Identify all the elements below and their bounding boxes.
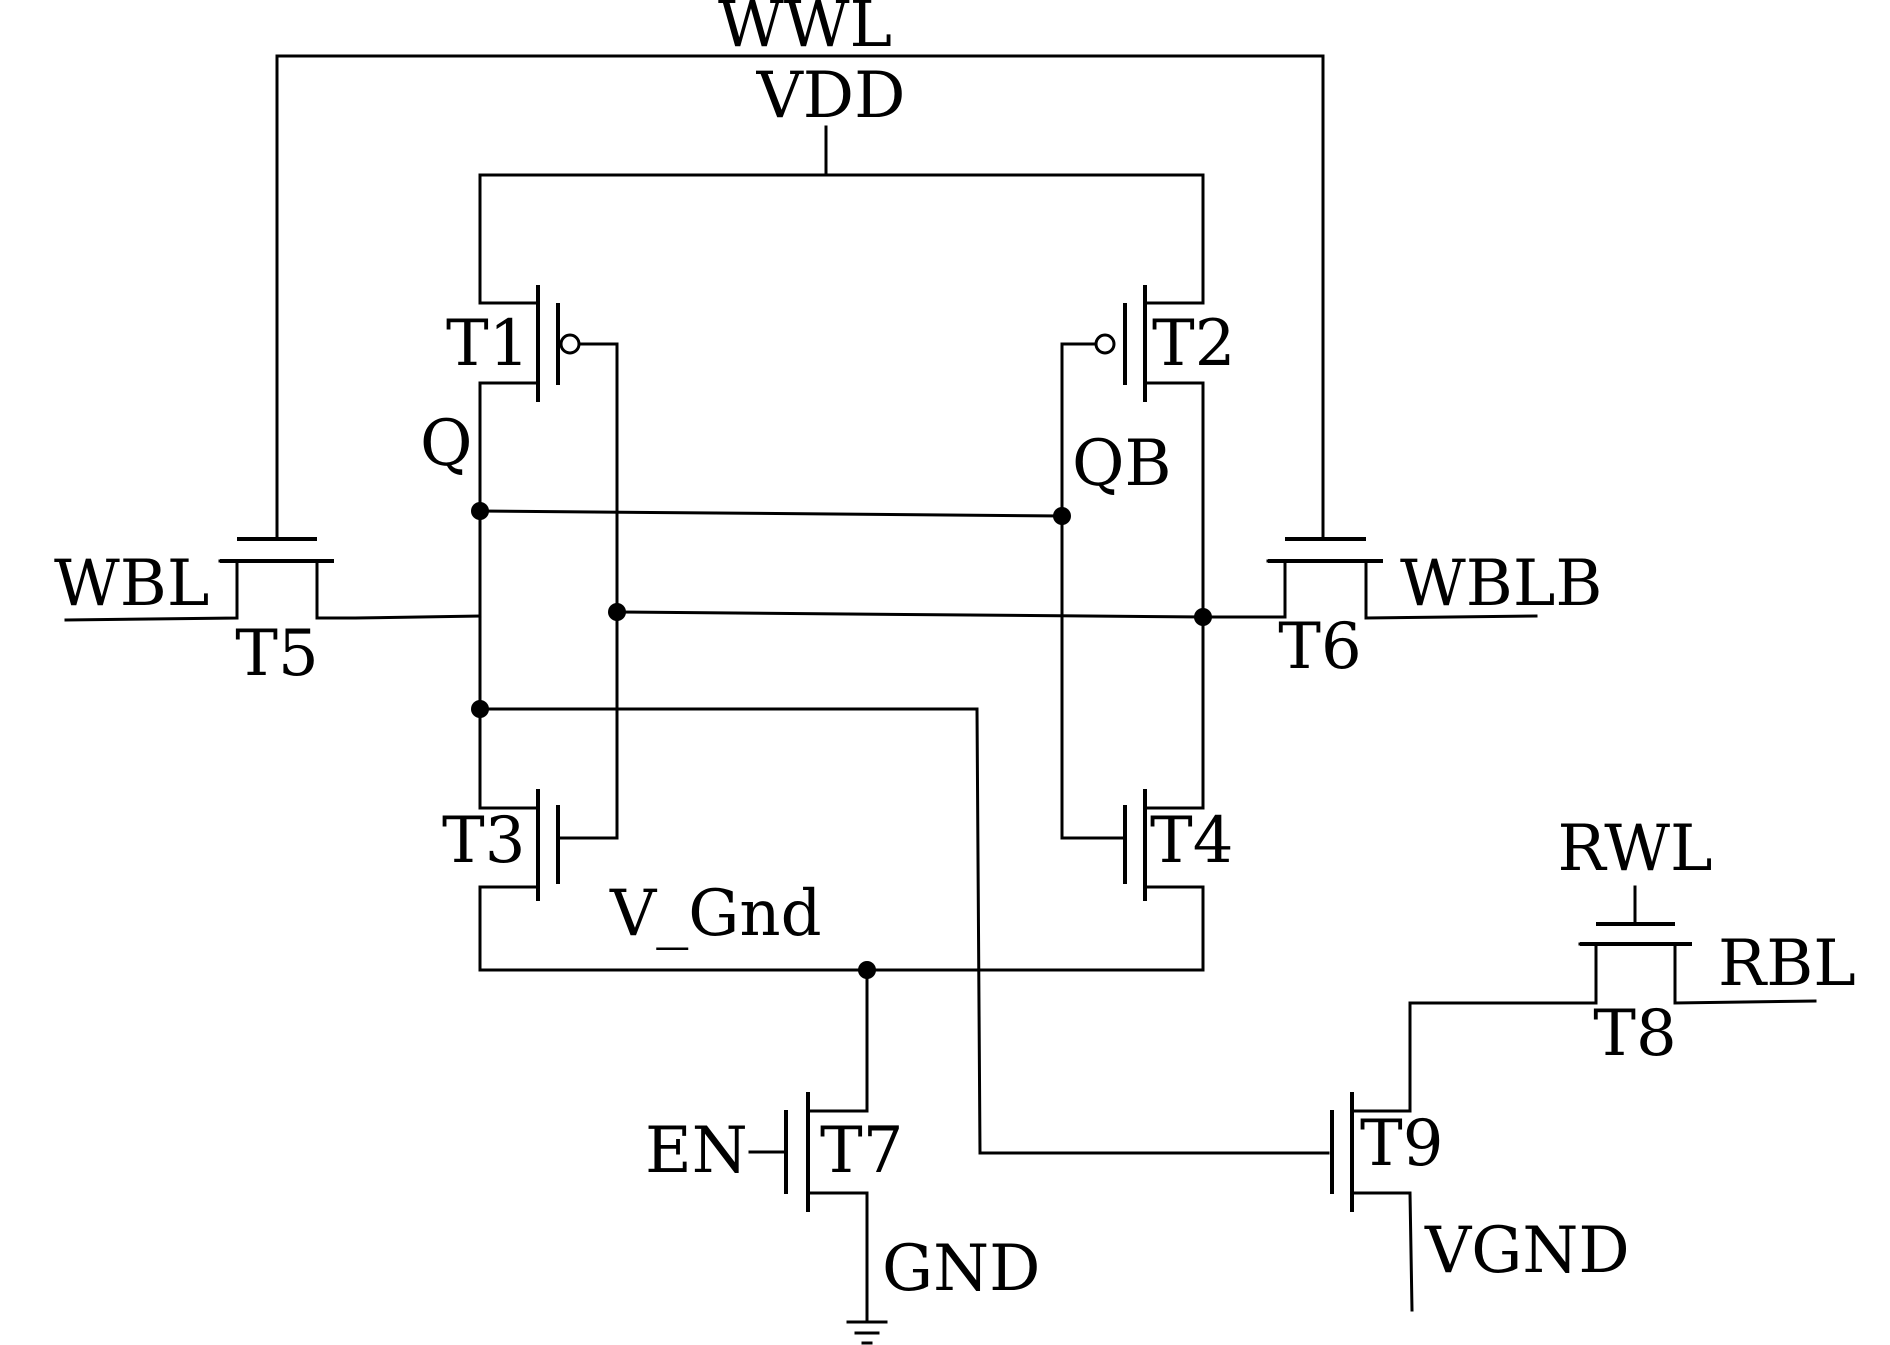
junctions — [471, 502, 1212, 979]
t2-t4-gate-wire — [1060, 342, 1124, 840]
t9-source-wire — [1350, 1191, 1414, 1312]
gnd-label: GND — [882, 1232, 1040, 1306]
t5-to-q-wire — [315, 559, 482, 620]
t4-drain-wire — [1143, 786, 1205, 810]
rwl-label: RWL — [1557, 812, 1712, 886]
wires — [64, 54, 1817, 1323]
q-label: Q — [420, 407, 472, 481]
t1-label: T1 — [446, 307, 529, 381]
t1-t3-gate-wire — [558, 342, 619, 840]
t5-label: T5 — [235, 617, 318, 691]
transistor-t9 — [1330, 1092, 1354, 1212]
wblb-wire — [1364, 559, 1538, 620]
t6-label: T6 — [1278, 610, 1361, 684]
t9-drain-wire — [1350, 942, 1598, 1113]
transistor-t2 — [1094, 285, 1147, 402]
t3-source-wire — [478, 885, 540, 972]
junction-dot — [1194, 608, 1212, 626]
junction-dot — [1053, 507, 1071, 525]
t7-source-wire — [806, 1191, 869, 1323]
t7-label: T7 — [820, 1114, 903, 1188]
t3-drain-wire — [478, 786, 540, 810]
qb-label: QB — [1072, 427, 1172, 501]
wwl-wire — [275, 54, 1325, 541]
transistor-t6 — [1268, 537, 1383, 563]
t4-source-wire — [1143, 885, 1205, 972]
transistor-t5 — [220, 537, 334, 563]
q-to-t9-gate-wire — [478, 707, 1330, 1155]
rbl-label: RBL — [1718, 927, 1856, 1001]
transistor-t8 — [1580, 922, 1692, 946]
junction-dot — [608, 603, 626, 621]
q-to-qb-wire — [478, 509, 1064, 518]
t4-label: T4 — [1150, 804, 1233, 878]
t3-label: T3 — [442, 804, 525, 878]
v-gnd-label: V_Gnd — [609, 877, 822, 951]
t8-label: T8 — [1593, 997, 1676, 1071]
t7-drain-wire — [806, 968, 869, 1113]
junction-dot — [858, 961, 876, 979]
junction-dot — [471, 700, 489, 718]
transistor-t3 — [536, 789, 560, 901]
vgnd-label: VGND — [1424, 1214, 1630, 1288]
labels: WWL VDD WBL WBLB Q QB V_Gnd EN GND RWL R… — [54, 0, 1856, 1306]
t2-label: T2 — [1152, 307, 1235, 381]
transistor-t7 — [784, 1092, 810, 1212]
qb-node-wire — [1143, 381, 1205, 790]
ground-icon — [846, 1320, 888, 1345]
t9-label: T9 — [1360, 1107, 1443, 1181]
t6-to-qb-wire — [1201, 559, 1287, 619]
wbl-label: WBL — [54, 547, 209, 621]
wblb-label: WBLB — [1400, 547, 1602, 621]
gates-to-qb-node-wire — [615, 610, 1205, 619]
vdd-label: VDD — [756, 59, 906, 133]
vdd-rail — [478, 173, 1205, 305]
wwl-label: WWL — [718, 0, 892, 62]
transistor-t1 — [536, 285, 581, 402]
rbl-wire — [1673, 942, 1817, 1005]
junction-dot — [471, 502, 489, 520]
en-label: EN — [645, 1114, 748, 1188]
transistor-t4 — [1123, 789, 1147, 901]
q-node-wire — [478, 381, 540, 790]
